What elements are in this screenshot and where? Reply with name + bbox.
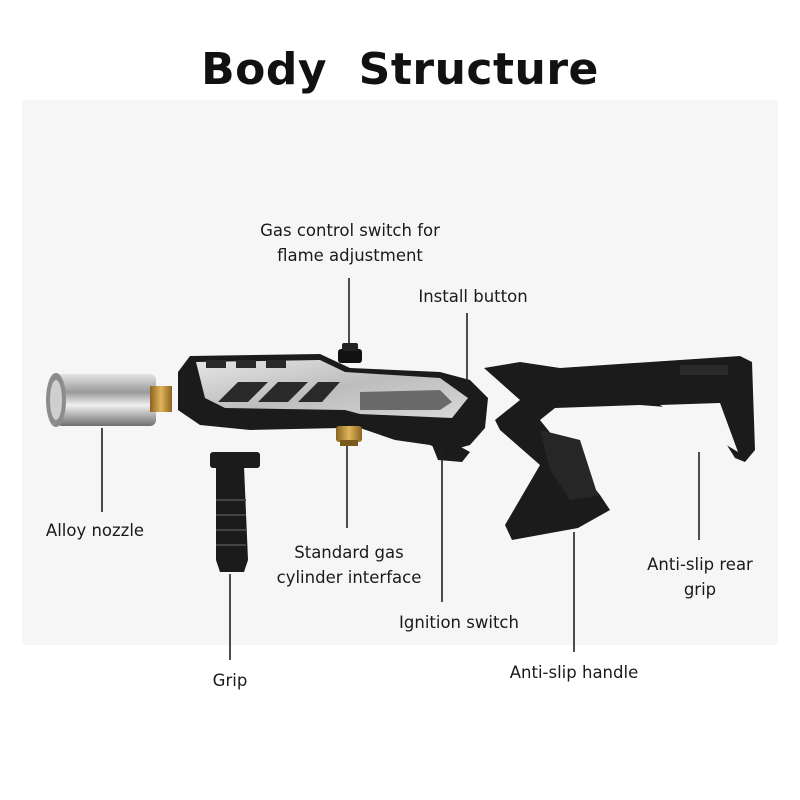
leader-lines	[102, 278, 699, 660]
label-gas-cylinder-line1: Standard gas	[264, 540, 434, 565]
label-anti-slip-rear-grip: Anti-slip rear grip	[638, 552, 762, 602]
handle-and-stock-part	[484, 356, 755, 540]
alloy-nozzle-part	[46, 373, 172, 427]
label-gas-control-line2: flame adjustment	[230, 243, 470, 268]
label-gas-cylinder-line2: cylinder interface	[264, 565, 434, 590]
label-install-button: Install button	[400, 284, 546, 309]
label-grip-text: Grip	[198, 668, 262, 693]
label-ignition-switch: Ignition switch	[385, 610, 533, 635]
label-alloy-nozzle-text: Alloy nozzle	[30, 518, 160, 543]
gas-control-knob-part	[338, 343, 362, 363]
grip-part	[210, 452, 260, 572]
label-anti-slip-rear-grip-line1: Anti-slip rear	[638, 552, 762, 577]
label-anti-slip-handle-text: Anti-slip handle	[496, 660, 652, 685]
label-grip: Grip	[198, 668, 262, 693]
gas-cylinder-interface-part	[336, 426, 362, 446]
label-alloy-nozzle: Alloy nozzle	[30, 518, 160, 543]
label-install-button-text: Install button	[400, 284, 546, 309]
label-gas-control-line1: Gas control switch for	[230, 218, 470, 243]
torch-body-part	[178, 354, 488, 462]
label-gas-cylinder: Standard gas cylinder interface	[264, 540, 434, 590]
label-anti-slip-rear-grip-line2: grip	[638, 577, 762, 602]
label-gas-control: Gas control switch for flame adjustment	[230, 218, 470, 268]
label-ignition-switch-text: Ignition switch	[385, 610, 533, 635]
label-anti-slip-handle: Anti-slip handle	[496, 660, 652, 685]
